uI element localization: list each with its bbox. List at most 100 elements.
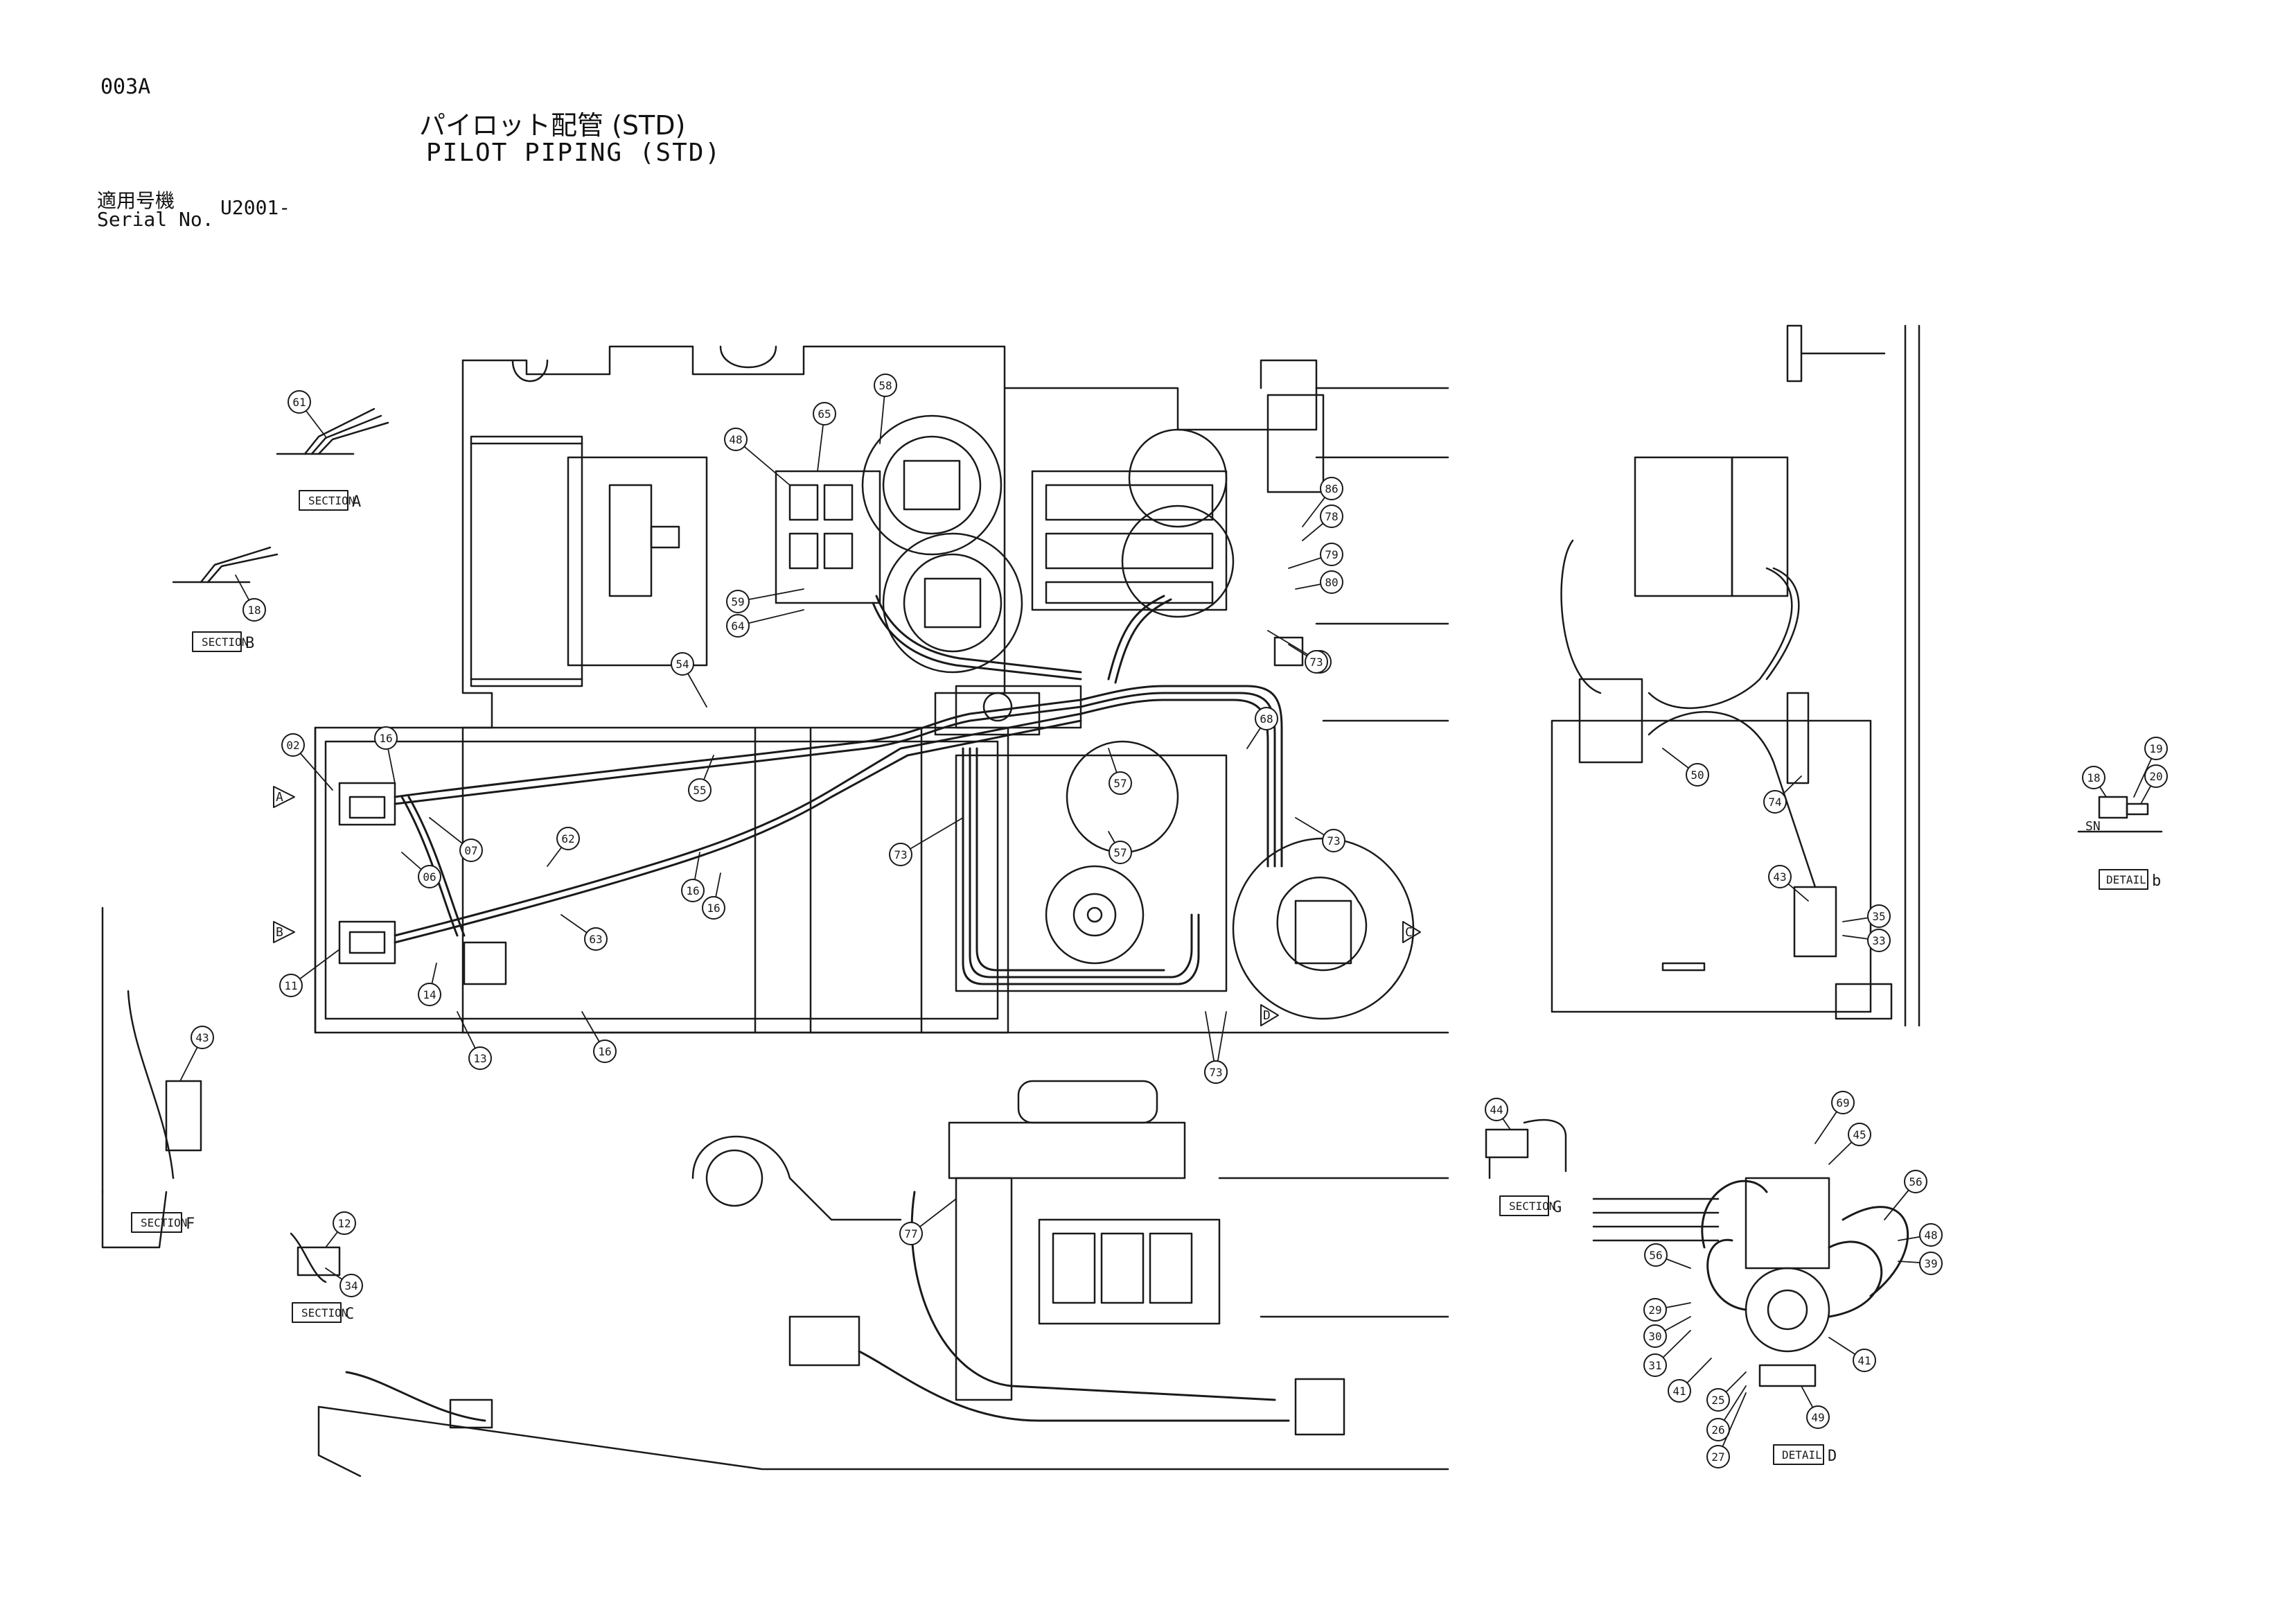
callout-number: 56 — [1649, 1249, 1662, 1262]
section-a-letter: A — [352, 493, 361, 511]
callout-bubble — [726, 614, 750, 638]
detail-d-view — [1592, 1177, 1909, 1387]
callout-number: 63 — [589, 933, 602, 946]
section-c-letter: C — [345, 1306, 354, 1323]
side-elevation-view — [1551, 324, 1920, 1027]
callout-bubble — [339, 1274, 363, 1297]
callout-bubble — [1763, 790, 1787, 814]
callout-number: 57 — [1113, 777, 1127, 790]
callout-bubble — [374, 726, 398, 750]
swing-motor-lower — [882, 532, 1023, 674]
callout-number: 59 — [731, 595, 744, 608]
callout-bubble — [242, 598, 266, 622]
callout-number: 29 — [1648, 1304, 1661, 1317]
section-g-tag: SECTION — [1509, 1200, 1555, 1213]
callout-number: 02 — [286, 739, 299, 752]
callout-number: 73 — [1327, 834, 1340, 848]
swing-motor-upper — [861, 414, 1003, 556]
callout-bubble — [688, 778, 712, 802]
detail-b-sketch — [2077, 796, 2163, 833]
callout-bubble — [281, 733, 305, 757]
callout-number: 14 — [423, 988, 436, 1001]
callout-number: 16 — [598, 1045, 611, 1058]
callout-number: 25 — [1711, 1394, 1724, 1407]
section-g-label — [1499, 1195, 1549, 1216]
callout-bubble — [1867, 929, 1891, 952]
callout-number: 65 — [818, 407, 831, 421]
callout-number: 73 — [1209, 1066, 1222, 1079]
title-japanese: パイロット配管 (STD) — [419, 110, 686, 141]
callout-bubble — [1706, 1388, 1730, 1412]
callout-bubble — [1485, 1098, 1508, 1121]
detail-d-tag: DETAIL — [1782, 1448, 1822, 1462]
callout-bubble — [2144, 764, 2168, 788]
callout-bubble — [1919, 1252, 1943, 1275]
callout-bubble — [889, 843, 912, 866]
section-b-label — [192, 631, 242, 652]
callout-number: 43 — [1773, 870, 1786, 884]
callout-bubble — [468, 1046, 492, 1070]
callout-bubble — [1320, 543, 1343, 566]
callout-bubble — [1255, 707, 1278, 730]
callout-bubble — [1322, 829, 1345, 852]
serial-number-value: U2001- — [220, 196, 291, 219]
callout-number: 68 — [1260, 712, 1273, 726]
callout-bubble — [1768, 865, 1792, 888]
callout-bubble — [1643, 1324, 1667, 1348]
callout-bubble — [279, 974, 303, 997]
callout-number: 64 — [731, 620, 744, 633]
sn-label: SN — [2085, 819, 2101, 834]
arrow-c-letter: C — [1405, 925, 1413, 940]
callout-number: 18 — [2087, 771, 2100, 784]
callout-number: 43 — [195, 1031, 209, 1044]
callout-bubble — [1668, 1379, 1691, 1403]
callout-number: 80 — [1325, 576, 1338, 589]
callout-number: 48 — [1924, 1229, 1937, 1242]
callout-bubble — [1853, 1349, 1876, 1372]
callout-bubble — [702, 896, 725, 920]
section-a-label — [299, 490, 348, 511]
callout-bubble — [1320, 477, 1343, 500]
callout-number: 34 — [344, 1279, 357, 1292]
frame-outline-upper — [461, 345, 1006, 694]
pilot-pump-housing — [1232, 837, 1415, 1020]
callout-number: 07 — [464, 844, 477, 857]
callout-bubble — [1904, 1170, 1927, 1193]
callout-number: 86 — [1325, 482, 1338, 495]
section-c-sketch — [290, 1232, 341, 1283]
track-frame-left — [567, 456, 708, 667]
section-c-label — [292, 1302, 342, 1323]
callout-number: 20 — [2149, 770, 2162, 783]
detail-d-letter: D — [1828, 1448, 1837, 1465]
callout-number: 11 — [284, 979, 297, 992]
callout-number: 54 — [675, 658, 689, 671]
callout-bubble — [288, 390, 311, 414]
callout-number: 44 — [1490, 1103, 1503, 1116]
section-a-sketch — [276, 407, 389, 455]
callout-bubble — [593, 1039, 617, 1063]
side-view-lower — [317, 1080, 1449, 1477]
detail-b-label — [2099, 869, 2148, 890]
callout-bubble — [1806, 1405, 1830, 1429]
callout-bubble — [1644, 1243, 1668, 1267]
callout-bubble — [418, 865, 441, 888]
pilot-hose-bundle — [394, 595, 1283, 985]
callout-number: 79 — [1325, 548, 1338, 561]
callout-number: 18 — [247, 604, 260, 617]
callout-number: 30 — [1648, 1330, 1661, 1343]
callout-number: 12 — [337, 1217, 351, 1230]
callout-bubble — [874, 374, 897, 397]
callout-leader — [900, 817, 964, 855]
callout-bubble — [1919, 1223, 1943, 1247]
section-a-tag: SECTION — [308, 494, 355, 507]
callout-bubble — [1320, 570, 1343, 594]
serial-label-english: Serial No. — [97, 208, 214, 231]
callout-number: 41 — [1672, 1385, 1686, 1398]
callout-number: 55 — [693, 784, 706, 797]
callout-number: 13 — [473, 1052, 486, 1065]
callout-number: 27 — [1711, 1450, 1724, 1464]
swing-center-frame — [955, 754, 1228, 992]
callout-bubble — [1109, 771, 1132, 795]
callout-bubble — [724, 428, 748, 451]
callout-bubble — [1867, 904, 1891, 928]
